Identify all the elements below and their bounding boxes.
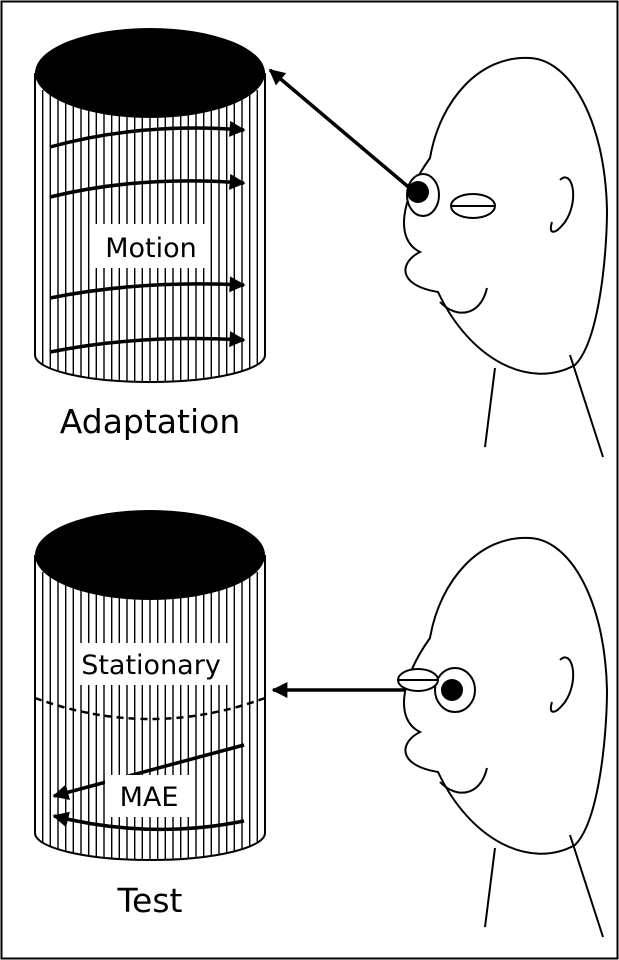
adaptation-far-eye (450, 193, 496, 219)
adaptation-caption: Adaptation (60, 402, 241, 441)
test-head (403, 536, 609, 938)
test-divider-dashed (34, 696, 266, 721)
stationary-label: Stationary (81, 650, 221, 681)
adaptation-panel: Motion Adaptation (34, 28, 609, 458)
test-drum-top (35, 510, 265, 600)
test-mae-arrows (52, 743, 245, 832)
motion-label: Motion (105, 233, 197, 264)
test-eye (434, 667, 476, 713)
mae-label: MAE (120, 782, 179, 813)
adaptation-motion-arrows (49, 120, 246, 354)
motion-label-box (94, 224, 208, 268)
test-far-eye (397, 668, 439, 692)
adaptation-drum-top (35, 28, 265, 118)
adaptation-eye (406, 173, 440, 217)
adaptation-drum: Motion (34, 28, 266, 383)
stationary-label-box (74, 643, 228, 685)
test-caption: Test (117, 881, 183, 920)
adaptation-gaze-arrow (268, 68, 414, 192)
test-drum: Stationary MAE (34, 510, 266, 861)
mae-label-box (105, 775, 193, 817)
adaptation-head (403, 56, 609, 458)
test-panel: Stationary MAE Test (34, 510, 609, 938)
